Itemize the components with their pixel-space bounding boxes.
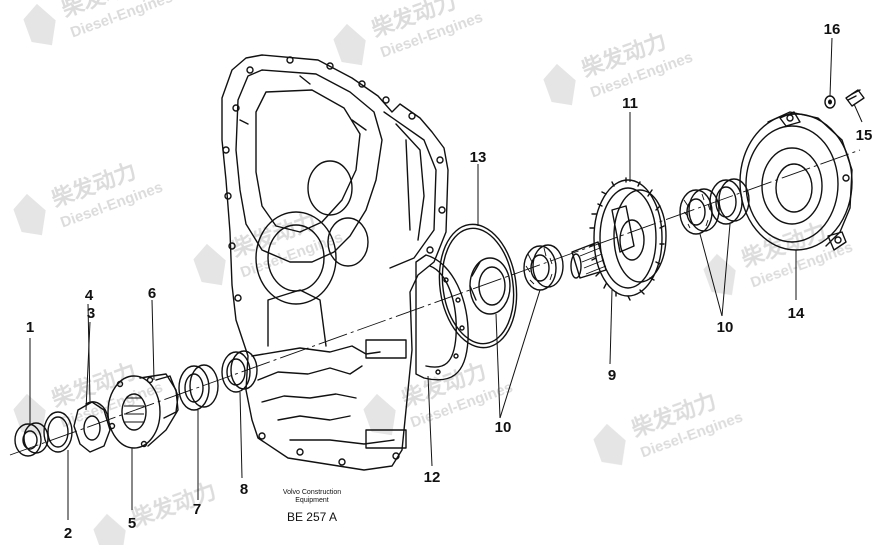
part-10-bearing-race-outer <box>709 178 750 225</box>
callout-12: 12 <box>424 469 441 486</box>
callout-1: 1 <box>26 319 34 336</box>
callout-16: 16 <box>824 21 841 38</box>
part-10-bearing-race-outer <box>469 257 511 315</box>
callout-2: 2 <box>64 525 72 542</box>
watermark-logo: 柴发动力 Diesel-Engines <box>333 0 485 66</box>
watermark-logo: 柴发动力 Diesel-Engines <box>13 158 165 236</box>
watermark-logo: 柴发动力 Diesel-Engines <box>543 28 695 106</box>
callout-8: 8 <box>240 481 248 498</box>
watermark-logo: 柴发动力 Diesel-Engines <box>363 358 515 436</box>
watermark-layer: 柴发动力 Diesel-Engines 柴发动力 Diesel-Engines … <box>13 0 855 545</box>
watermark-logo: 柴发动力 <box>93 478 220 545</box>
callout-7: 7 <box>193 501 201 518</box>
watermark-brand-cn: 柴发动力 <box>127 478 219 532</box>
callout-13: 13 <box>470 149 487 166</box>
watermark-logo: 柴发动力 Diesel-Engines <box>23 0 175 46</box>
leader-lines <box>29 37 863 520</box>
drawing-caption: Volvo Construction Equipment BE 257 A <box>283 489 341 524</box>
callout-11: 11 <box>622 95 638 112</box>
callout-labels: 1 2 3 4 5 6 7 8 9 10 10 11 12 13 14 15 1… <box>26 21 873 542</box>
drawing-code: BE 257 A <box>287 510 337 524</box>
callout-15: 15 <box>856 127 873 144</box>
part-4-circlip <box>85 401 109 419</box>
part-16-washer <box>824 95 836 109</box>
callout-10-right: 10 <box>717 319 734 336</box>
callout-9: 9 <box>608 367 616 384</box>
watermark-logo: 柴发动力 Diesel-Engines <box>593 388 745 466</box>
callout-4: 4 <box>85 287 94 304</box>
part-10-taper-roller-bearing <box>523 244 564 291</box>
part-10-taper-roller-bearing <box>679 188 720 235</box>
callout-14: 14 <box>788 305 805 322</box>
part-7-seal-ring <box>178 364 219 411</box>
part-8-oil-seal <box>221 350 258 393</box>
part-11-spur-gear <box>589 177 667 301</box>
callout-10-left: 10 <box>495 419 512 436</box>
part-13-shim-ring <box>438 223 518 349</box>
part-15-bolt <box>845 89 865 107</box>
callout-5: 5 <box>128 515 136 532</box>
callout-6: 6 <box>148 285 156 302</box>
callout-3: 3 <box>87 305 95 322</box>
caption-line-2: Equipment <box>295 497 329 504</box>
part-3-lock-plate <box>73 401 111 453</box>
transmission-housing <box>221 54 449 471</box>
part-1-lock-nut <box>14 422 49 457</box>
caption-line-1: Volvo Construction <box>283 489 341 496</box>
part-2-washer <box>43 411 73 453</box>
part-6-flange-hub <box>155 375 179 419</box>
